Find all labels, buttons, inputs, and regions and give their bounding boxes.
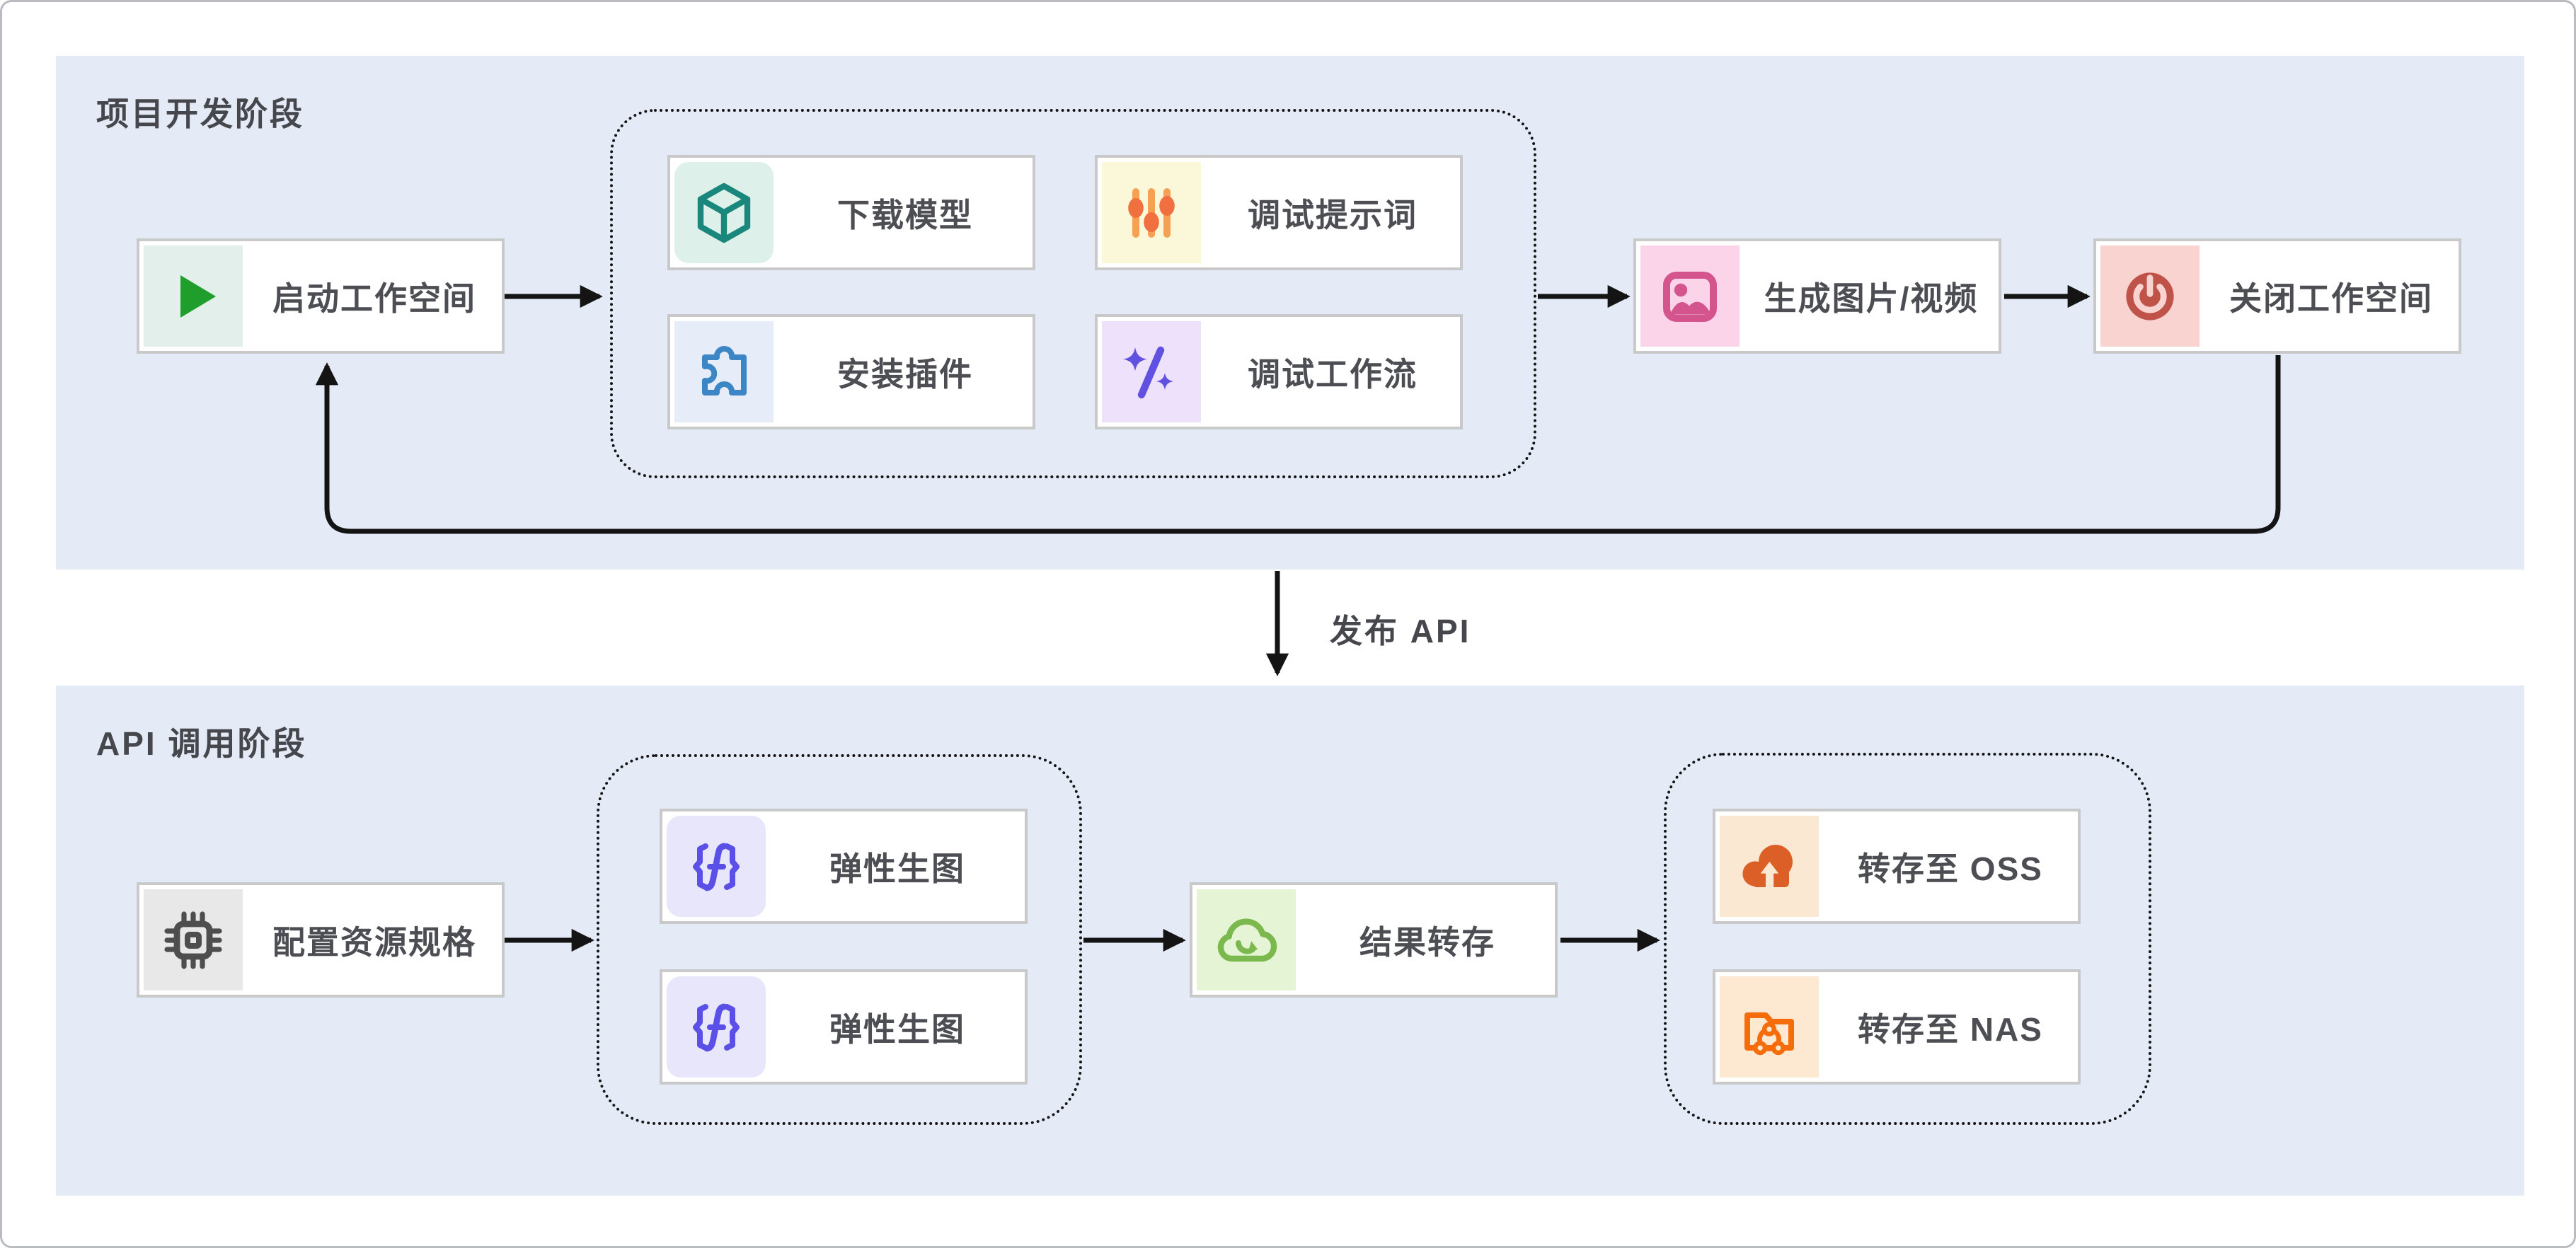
node-label: 安装插件 [837,355,973,393]
node-label: 配置资源规格 [272,923,476,961]
node-label: 调试工作流 [1248,355,1418,393]
power-icon [2100,245,2200,347]
node-label: 关闭工作空间 [2229,279,2433,317]
node-to-oss: 转存至 OSS [1713,809,2081,924]
node-label: 弹性生图 [829,850,965,887]
node-label: 生成图片/视频 [1764,279,1979,317]
group-api-functions [597,754,1082,1125]
node-label: 调试提示词 [1248,196,1418,233]
node-close-workspace: 关闭工作空间 [2093,238,2461,354]
publish-api-label: 发布 API [1330,613,1471,649]
node-start-workspace: 启动工作空间 [137,238,505,354]
api-stage-title: API 调用阶段 [96,725,307,762]
function-icon [667,976,766,1077]
node-label: 结果转存 [1359,923,1495,961]
cube-icon [674,162,774,263]
chip-icon [144,889,243,990]
node-to-nas: 转存至 NAS [1713,969,2081,1085]
node-elastic-image-2: 弹性生图 [660,969,1028,1085]
sparkle-slash-icon [1102,321,1201,422]
cloud-upload-icon [1720,816,1819,917]
play-icon [144,245,243,347]
node-debug-workflow: 调试工作流 [1095,314,1463,429]
cloud-sync-icon [1197,889,1296,990]
node-label: 弹性生图 [829,1010,965,1048]
node-result-transfer: 结果转存 [1190,882,1558,998]
node-install-plugin: 安装插件 [667,314,1035,429]
node-label: 转存至 OSS [1858,850,2043,887]
sliders-icon [1102,162,1201,263]
node-debug-prompt: 调试提示词 [1095,155,1463,270]
folder-share-icon [1720,976,1819,1077]
function-icon [667,816,766,917]
node-config-resource: 配置资源规格 [137,882,505,998]
node-label: 下载模型 [837,196,973,233]
node-generate-media: 生成图片/视频 [1633,238,2001,354]
group-storage [1664,753,2151,1125]
node-elastic-image-1: 弹性生图 [660,809,1028,924]
dev-stage-title: 项目开发阶段 [96,96,304,132]
node-label: 启动工作空间 [272,279,476,317]
node-label: 转存至 NAS [1858,1010,2043,1048]
image-icon [1640,245,1740,347]
puzzle-icon [674,321,774,422]
node-download-model: 下载模型 [667,155,1035,270]
